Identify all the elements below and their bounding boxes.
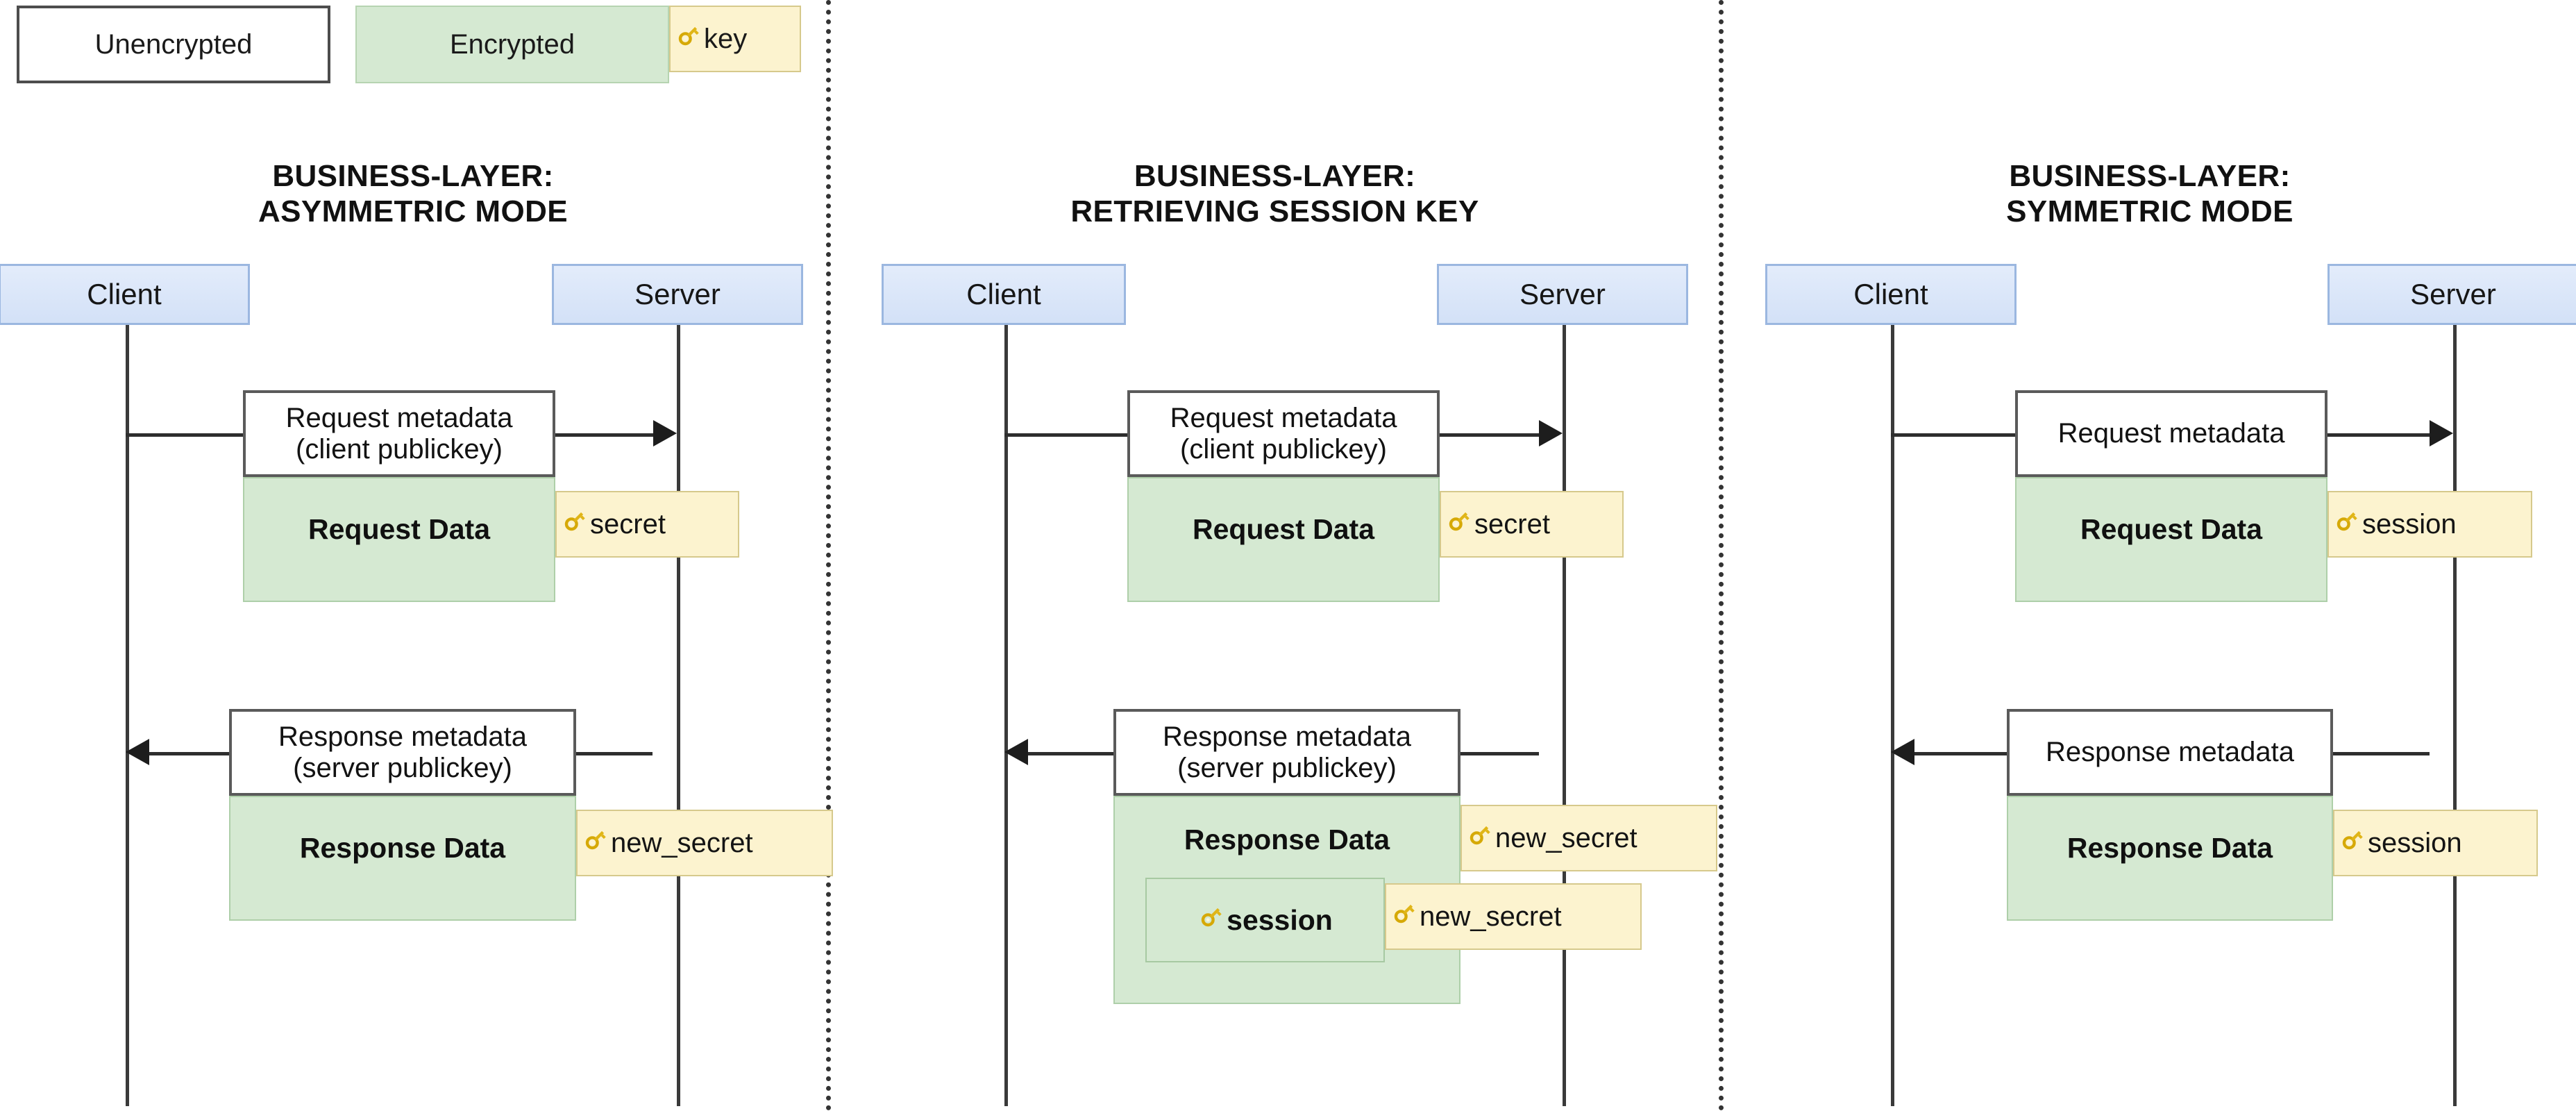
legend-encrypted-label: Encrypted <box>449 28 575 60</box>
request-metadata-box-1: Request metadata (client publickey) <box>243 390 555 477</box>
response-metadata-line2-2: (server publickey) <box>1177 752 1397 783</box>
response-data-box-1: Response Data <box>229 796 576 921</box>
panel-3-title-line2: SYMMETRIC MODE <box>2006 194 2293 229</box>
legend-unencrypted-label: Unencrypted <box>94 28 253 60</box>
response-metadata-line1-1: Response metadata <box>278 721 527 752</box>
request-data-box-1: Request Data <box>243 477 555 602</box>
response-inner-session-label-2: session <box>1227 903 1333 936</box>
actor-server-1-label: Server <box>634 278 721 310</box>
actor-server-3-label: Server <box>2410 278 2496 310</box>
response-key-tag-2: new_secret <box>1460 805 1717 871</box>
key-icon <box>1390 899 1418 934</box>
legend-key-tag: key <box>669 6 801 72</box>
response-key-label-2: new_secret <box>1495 822 1638 853</box>
actor-client-2: Client <box>882 264 1126 325</box>
response-data-label-3: Response Data <box>2066 832 2273 864</box>
lifeline-server-1 <box>677 325 680 1106</box>
arrow-head-response-3 <box>1891 739 1914 765</box>
request-key-label-2: secret <box>1474 508 1550 540</box>
response-inner-session-box-2: session <box>1145 878 1385 962</box>
key-icon <box>2333 507 2361 542</box>
request-key-label-1: secret <box>590 508 666 540</box>
request-metadata-line1-1: Request metadata <box>285 402 513 433</box>
actor-client-3: Client <box>1765 264 2017 325</box>
actor-client-1: Client <box>0 264 250 325</box>
lifeline-server-3 <box>2453 325 2457 1106</box>
key-icon <box>561 507 589 542</box>
panel-3-title: BUSINESS-LAYER: SYMMETRIC MODE <box>1724 158 2576 230</box>
request-data-label-1: Request Data <box>308 513 490 545</box>
response-metadata-box-3: Response metadata <box>2007 709 2333 796</box>
request-metadata-line1-2: Request metadata <box>1170 402 1397 433</box>
arrow-head-response-2 <box>1004 739 1028 765</box>
actor-client-1-label: Client <box>87 278 162 310</box>
request-key-tag-1: secret <box>555 491 739 558</box>
key-icon <box>1197 903 1225 937</box>
actor-server-1: Server <box>552 264 803 325</box>
request-data-label-2: Request Data <box>1192 513 1374 545</box>
legend-encrypted-box: Encrypted <box>355 6 669 83</box>
lifeline-client-1 <box>126 325 129 1106</box>
legend-unencrypted-box: Unencrypted <box>17 6 330 83</box>
lifeline-server-2 <box>1563 325 1566 1106</box>
key-icon <box>2339 826 2366 860</box>
request-data-box-3: Request Data <box>2015 477 2327 602</box>
response-data-label-1: Response Data <box>299 832 506 864</box>
actor-server-2-label: Server <box>1519 278 1606 310</box>
request-metadata-box-3: Request metadata <box>2015 390 2327 477</box>
response-inner-key-tag-2: new_secret <box>1385 883 1642 950</box>
panel-separator-1 <box>826 0 831 1111</box>
panel-2-title-line2: RETRIEVING SESSION KEY <box>1070 194 1479 229</box>
lifeline-client-2 <box>1004 325 1008 1106</box>
panel-1-title-line1: BUSINESS-LAYER: <box>272 159 554 193</box>
arrow-head-response-1 <box>126 739 149 765</box>
actor-client-3-label: Client <box>1853 278 1928 310</box>
request-metadata-box-2: Request metadata (client publickey) <box>1127 390 1440 477</box>
response-key-label-1: new_secret <box>611 827 753 858</box>
response-data-box-3: Response Data <box>2007 796 2333 921</box>
arrow-head-request-1 <box>653 420 677 446</box>
response-metadata-line1-3: Response metadata <box>2045 737 2294 768</box>
response-metadata-line1-2: Response metadata <box>1162 721 1411 752</box>
legend-key-label: key <box>704 23 748 54</box>
panel-symmetric-mode: BUSINESS-LAYER: SYMMETRIC MODE Client Se… <box>1724 0 2576 1111</box>
panel-asymmetric-mode: BUSINESS-LAYER: ASYMMETRIC MODE Client S… <box>0 0 833 1111</box>
arrow-head-request-3 <box>2430 420 2453 446</box>
panel-3-title-line1: BUSINESS-LAYER: <box>2009 159 2291 193</box>
response-key-tag-1: new_secret <box>576 810 833 876</box>
lifeline-client-3 <box>1891 325 1894 1106</box>
panel-1-title-line2: ASYMMETRIC MODE <box>258 194 568 229</box>
request-data-box-2: Request Data <box>1127 477 1440 602</box>
actor-client-2-label: Client <box>966 278 1041 310</box>
request-metadata-line1-3: Request metadata <box>2057 418 2285 449</box>
response-key-label-3: session <box>2368 827 2462 858</box>
response-key-tag-3: session <box>2333 810 2538 876</box>
response-data-label-2: Response Data <box>1184 824 1390 855</box>
key-icon <box>1445 507 1473 542</box>
panel-2-title: BUSINESS-LAYER: RETRIEVING SESSION KEY <box>831 158 1719 230</box>
panel-2-title-line1: BUSINESS-LAYER: <box>1134 159 1416 193</box>
request-metadata-line2-2: (client publickey) <box>1180 433 1387 465</box>
key-icon <box>675 22 702 56</box>
request-key-label-3: session <box>2362 508 2457 540</box>
panel-separator-2 <box>1719 0 1724 1111</box>
key-icon <box>1466 821 1494 855</box>
response-inner-key-label-2: new_secret <box>1420 901 1562 932</box>
panel-1-title: BUSINESS-LAYER: ASYMMETRIC MODE <box>0 158 826 230</box>
request-metadata-line2-1: (client publickey) <box>296 433 503 465</box>
response-metadata-box-1: Response metadata (server publickey) <box>229 709 576 796</box>
arrow-head-request-2 <box>1539 420 1563 446</box>
request-data-label-3: Request Data <box>2080 513 2262 545</box>
actor-server-2: Server <box>1437 264 1688 325</box>
actor-server-3: Server <box>2327 264 2576 325</box>
response-metadata-line2-1: (server publickey) <box>293 752 512 783</box>
request-key-tag-3: session <box>2327 491 2532 558</box>
request-key-tag-2: secret <box>1440 491 1624 558</box>
panel-retrieving-session-key: BUSINESS-LAYER: RETRIEVING SESSION KEY C… <box>831 0 1719 1111</box>
key-icon <box>582 826 609 860</box>
response-metadata-box-2: Response metadata (server publickey) <box>1113 709 1460 796</box>
